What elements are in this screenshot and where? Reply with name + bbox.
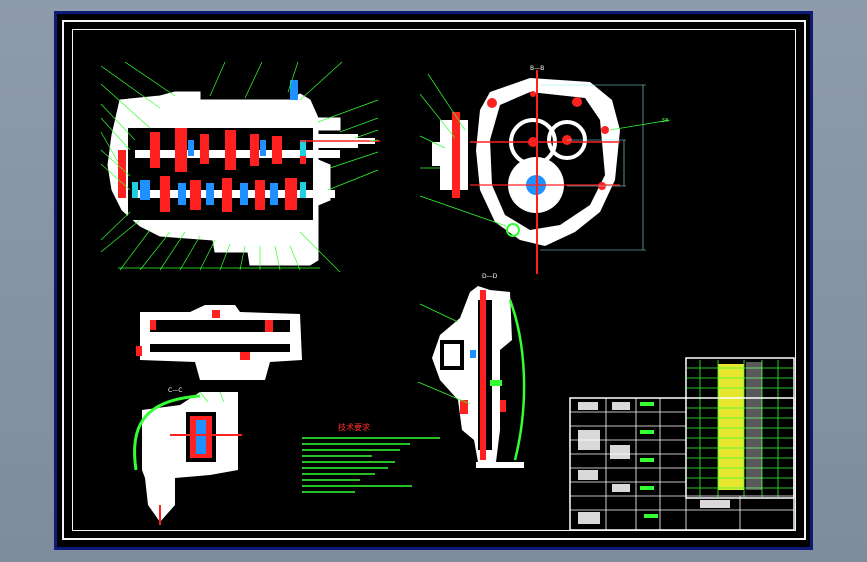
section-view-c: [132, 391, 242, 525]
section-view-b: [419, 70, 671, 274]
title-block: [569, 397, 795, 531]
section-label-b: B—B: [530, 65, 544, 72]
notes-title: 技术要求: [338, 422, 370, 432]
section-view-d: [417, 286, 526, 468]
section-label-c: C—C: [168, 387, 182, 394]
partial-section-view: [136, 305, 302, 380]
sheet-border: [62, 20, 806, 540]
section-label-d: D—D: [482, 273, 498, 280]
technical-notes: 技术要求: [302, 422, 440, 493]
part-tag: 58: [662, 118, 668, 124]
parts-list-table: [685, 357, 795, 499]
main-assembly-view: [100, 61, 380, 273]
drawing-frame: [72, 29, 796, 531]
